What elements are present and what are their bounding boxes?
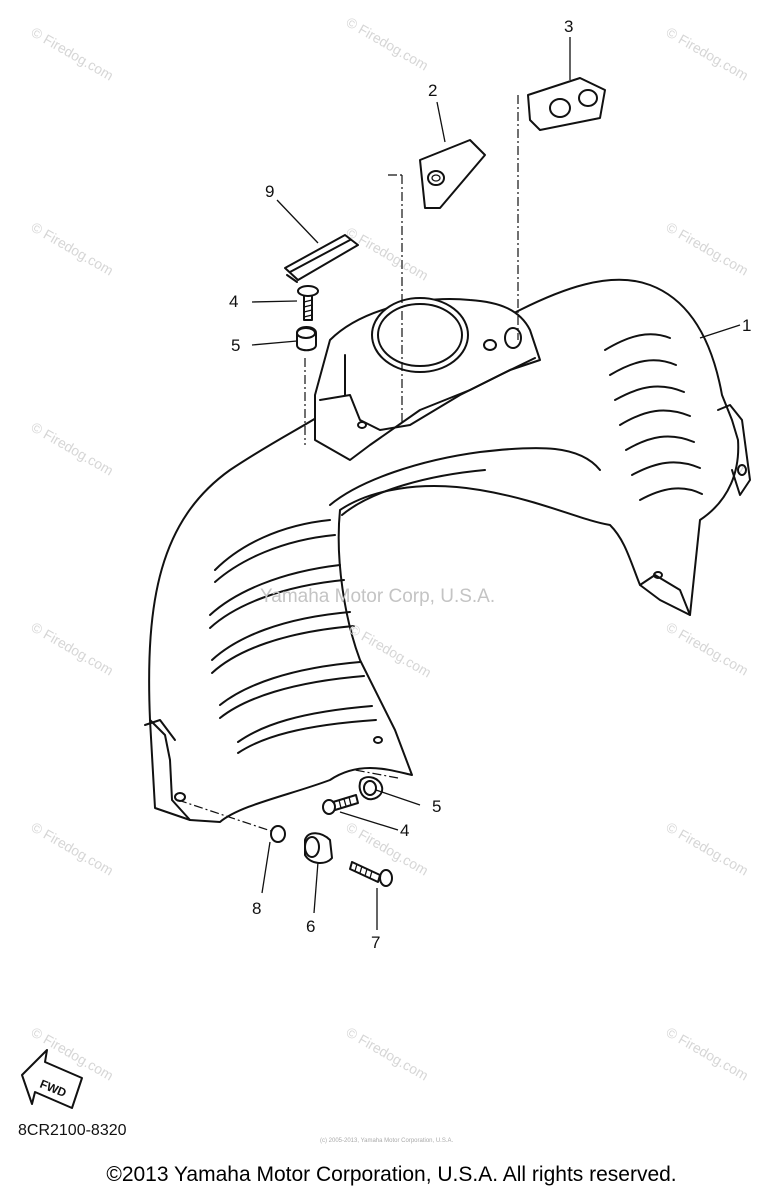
- watermark: © Firedog.com: [29, 819, 117, 879]
- strip-part-9: [284, 234, 359, 283]
- grommet-part-5-lower: [358, 776, 384, 801]
- callout-4-lower: 4: [400, 821, 409, 840]
- watermark: © Firedog.com: [344, 14, 432, 74]
- bracket-part-2: [419, 139, 486, 209]
- callout-9: 9: [265, 182, 274, 201]
- shroud-part-1: [144, 278, 751, 823]
- copyright-notice: ©2013 Yamaha Motor Corporation, U.S.A. A…: [106, 1163, 677, 1186]
- screw-part-4-upper: [297, 285, 319, 321]
- part-number: 8CR2100-8320: [18, 1122, 127, 1139]
- watermark: © Firedog.com: [664, 619, 752, 679]
- callout-5-lower: 5: [432, 797, 441, 816]
- leader-lines: [251, 37, 741, 930]
- callout-4: 4: [229, 292, 238, 311]
- bracket-part-3: [527, 77, 606, 131]
- right-slats: [604, 333, 703, 501]
- grommet-part-6: [304, 832, 333, 864]
- watermark: © Firedog.com: [29, 619, 117, 679]
- fwd-arrow-icon: FWD: [21, 1049, 83, 1109]
- watermark: © Firedog.com: [29, 419, 117, 479]
- watermark: © Firedog.com: [344, 1024, 432, 1084]
- screw-part-4-lower: [322, 794, 359, 815]
- callout-3: 3: [564, 17, 573, 36]
- callout-8: 8: [252, 899, 261, 918]
- callouts: 1 2 3 4 5 9 5 4 8 6 7: [229, 17, 751, 952]
- callout-2: 2: [428, 81, 437, 100]
- watermark: © Firedog.com: [29, 219, 117, 279]
- grommet-part-5-upper: [296, 326, 317, 352]
- tiny-watermark: (c) 2005-2013, Yamaha Motor Corporation,…: [320, 1138, 454, 1144]
- callout-1: 1: [742, 316, 751, 335]
- callout-5: 5: [231, 336, 240, 355]
- callout-7: 7: [371, 933, 380, 952]
- assembly-lines: [177, 95, 519, 833]
- bolt-part-7: [349, 861, 393, 887]
- left-slats: [209, 519, 377, 754]
- washer-part-8: [270, 825, 286, 843]
- watermark: © Firedog.com: [664, 219, 752, 279]
- watermark: © Firedog.com: [344, 224, 432, 284]
- center-watermark: Yamaha Motor Corp, U.S.A.: [260, 586, 495, 607]
- watermark: © Firedog.com: [29, 24, 117, 84]
- callout-6: 6: [306, 917, 315, 936]
- watermark: © Firedog.com: [664, 24, 752, 84]
- watermark: © Firedog.com: [664, 1024, 752, 1084]
- watermark: © Firedog.com: [664, 819, 752, 879]
